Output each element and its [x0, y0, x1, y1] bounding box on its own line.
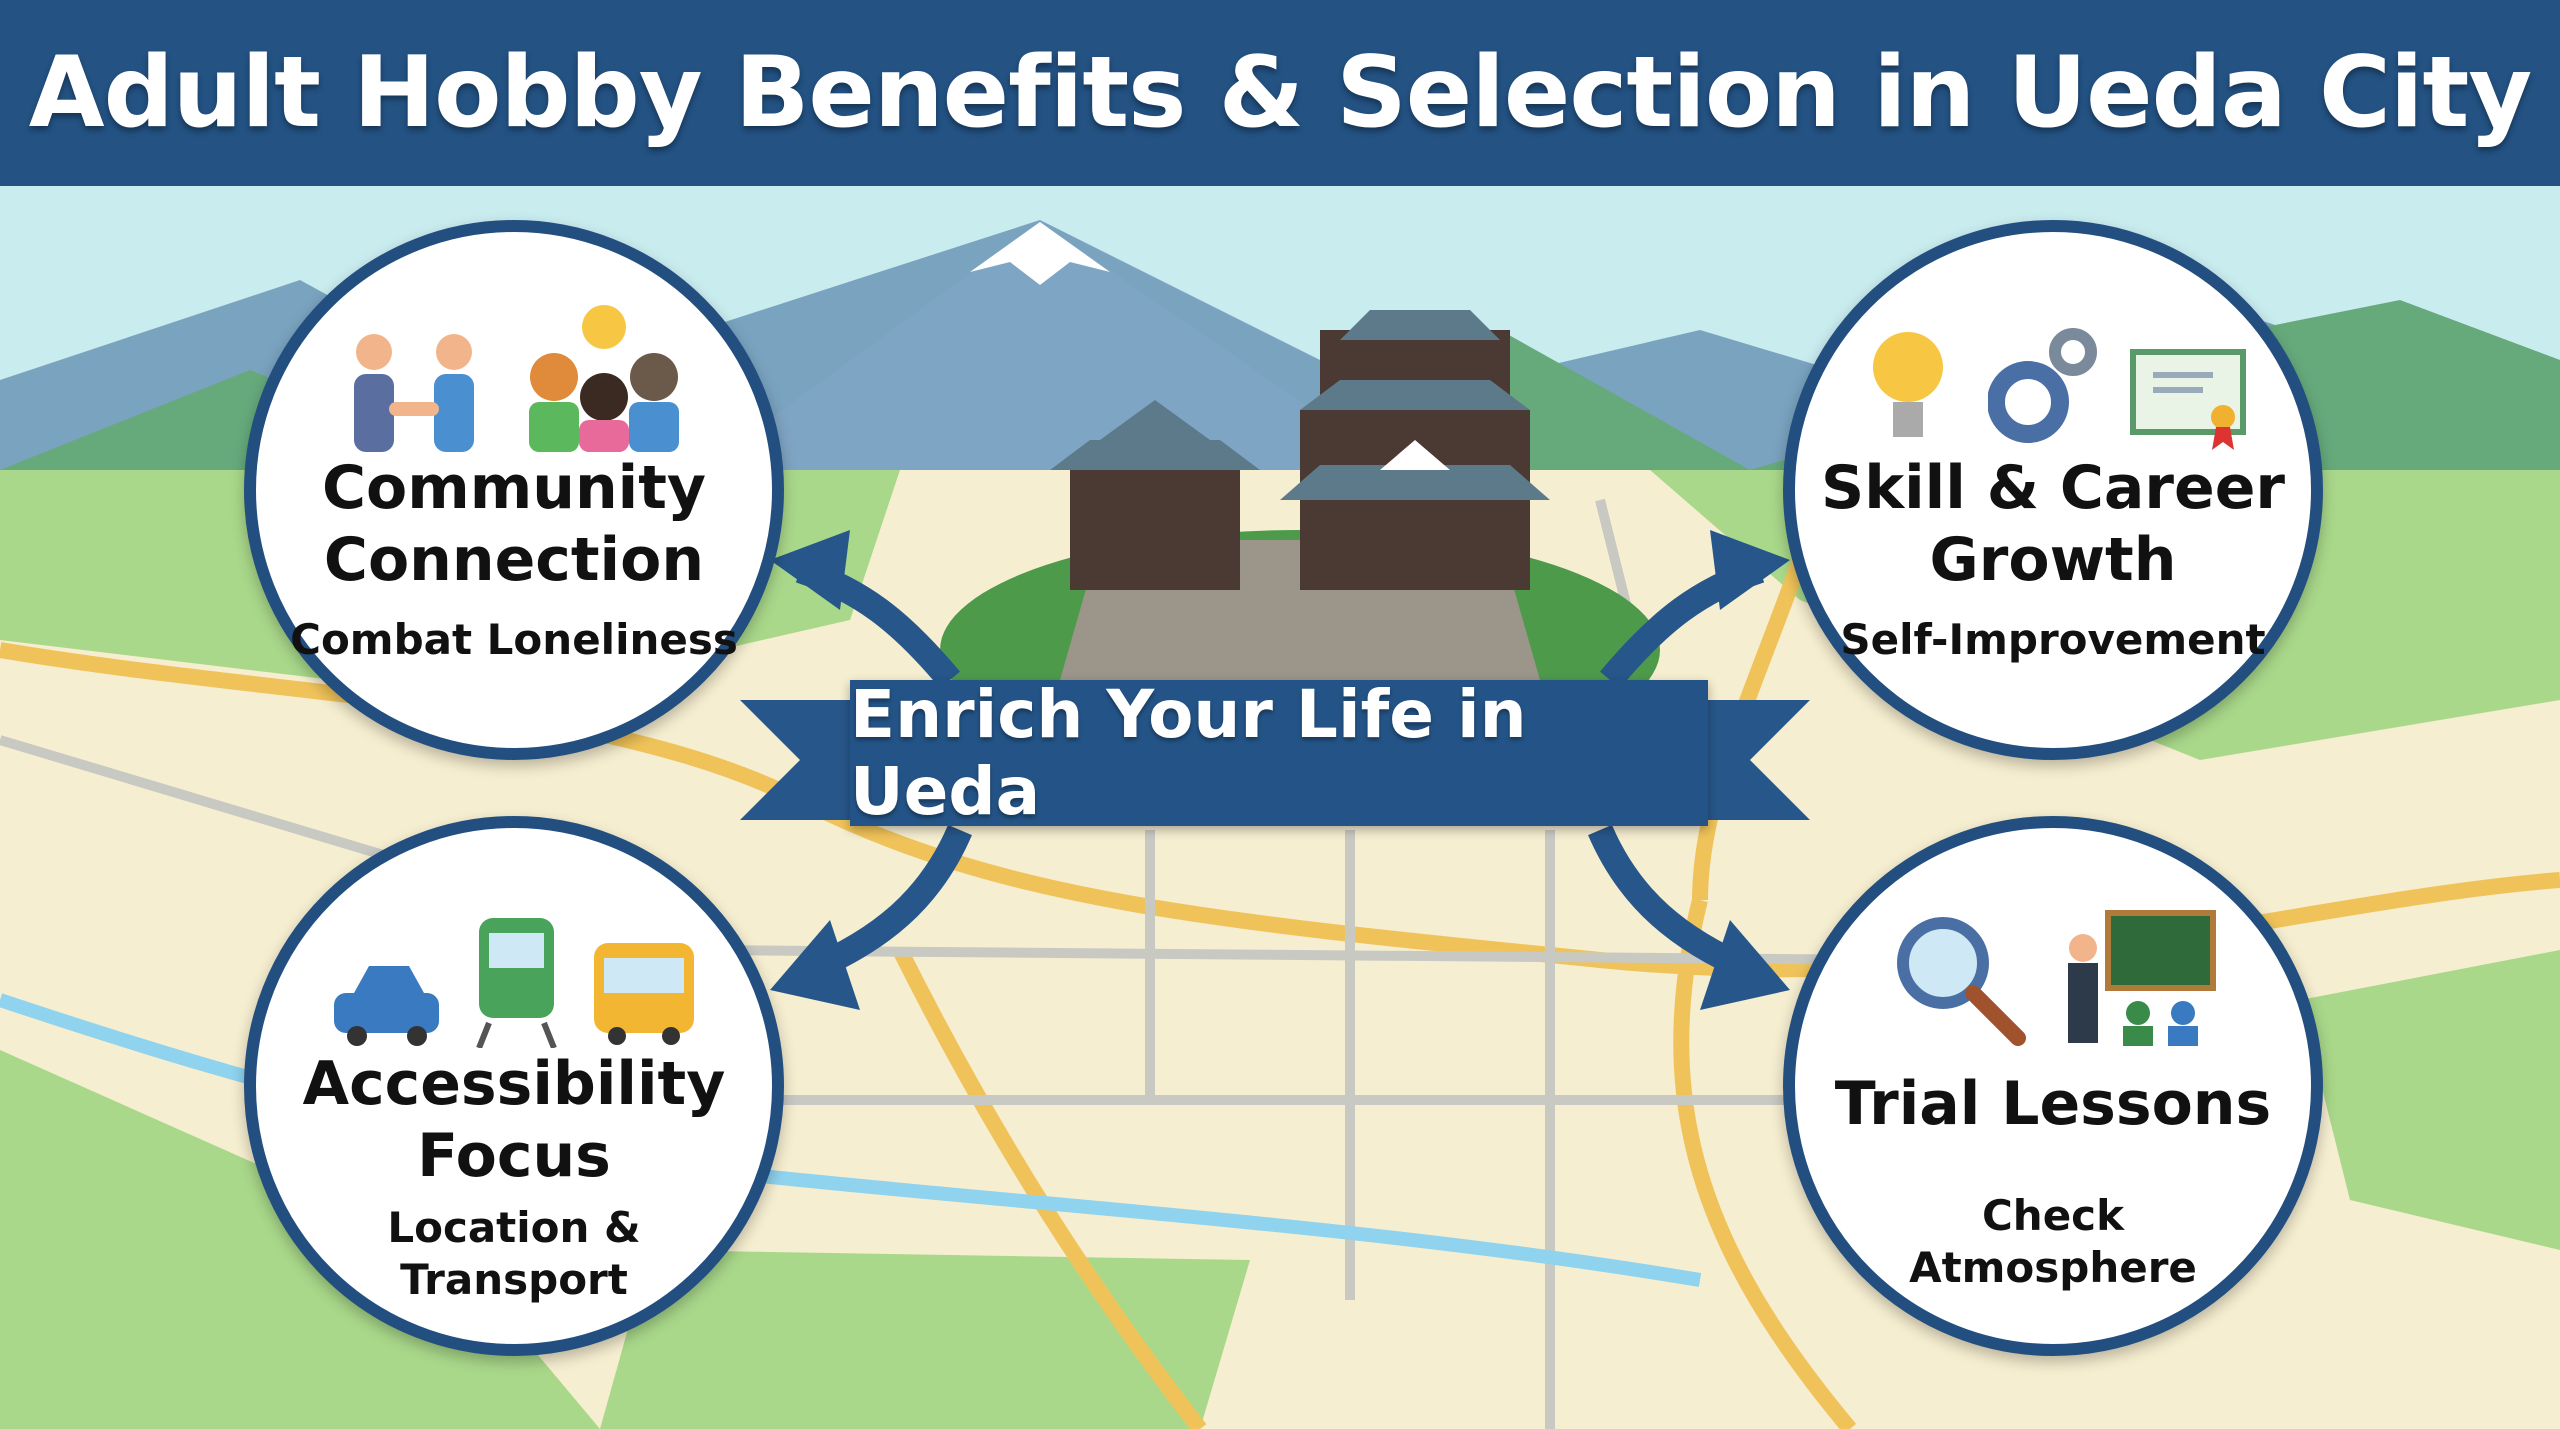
benefit-skill-career-growth: Skill & Career Growth Self-Improvement	[1783, 220, 2323, 760]
icon-row	[1858, 282, 2248, 452]
benefit-title: Connection	[323, 525, 705, 595]
benefit-title: Trial Lessons	[1834, 1069, 2272, 1139]
center-banner: Enrich Your Life in Ueda	[850, 676, 1708, 830]
teacher-icon	[2068, 910, 2216, 1046]
train-icon	[476, 918, 557, 1048]
benefit-subtitle: Check	[1981, 1191, 2125, 1240]
benefit-title: Focus	[417, 1121, 611, 1191]
benefit-accessibility-focus: Accessibility Focus Location & Transport	[244, 816, 784, 1356]
benefit-subtitle: Location &	[387, 1203, 641, 1252]
certificate-icon	[2130, 349, 2246, 450]
icon-row	[1888, 878, 2218, 1048]
benefit-subtitle: Combat Loneliness	[290, 615, 738, 664]
banner-label: Enrich Your Life in Ueda	[850, 676, 1527, 830]
icon-row	[339, 282, 689, 452]
benefit-title: Community	[321, 453, 707, 523]
lightbulb-icon	[1873, 332, 1943, 437]
handshake-icon	[354, 334, 474, 452]
benefit-subtitle: Self-Improvement	[1840, 615, 2266, 664]
gears-icon	[1988, 328, 2097, 443]
icon-row	[329, 878, 699, 1048]
benefit-subtitle: Transport	[400, 1255, 628, 1304]
benefit-title: Growth	[1929, 525, 2177, 595]
benefit-trial-lessons: Trial Lessons Check Atmosphere	[1783, 816, 2323, 1356]
benefit-title: Accessibility	[302, 1049, 726, 1119]
magnifier-icon	[1897, 917, 2026, 1046]
mount-fuji	[700, 222, 1400, 470]
header-bar: Adult Hobby Benefits & Selection in Ueda…	[0, 0, 2560, 186]
car-icon	[334, 966, 439, 1046]
benefit-community-connection: Community Connection Combat Loneliness	[244, 220, 784, 760]
group-people-icon	[529, 305, 679, 452]
bus-icon	[594, 943, 694, 1045]
benefit-subtitle: Atmosphere	[1909, 1243, 2197, 1292]
page-title: Adult Hobby Benefits & Selection in Ueda…	[28, 36, 2532, 150]
benefit-title: Skill & Career	[1820, 453, 2285, 523]
